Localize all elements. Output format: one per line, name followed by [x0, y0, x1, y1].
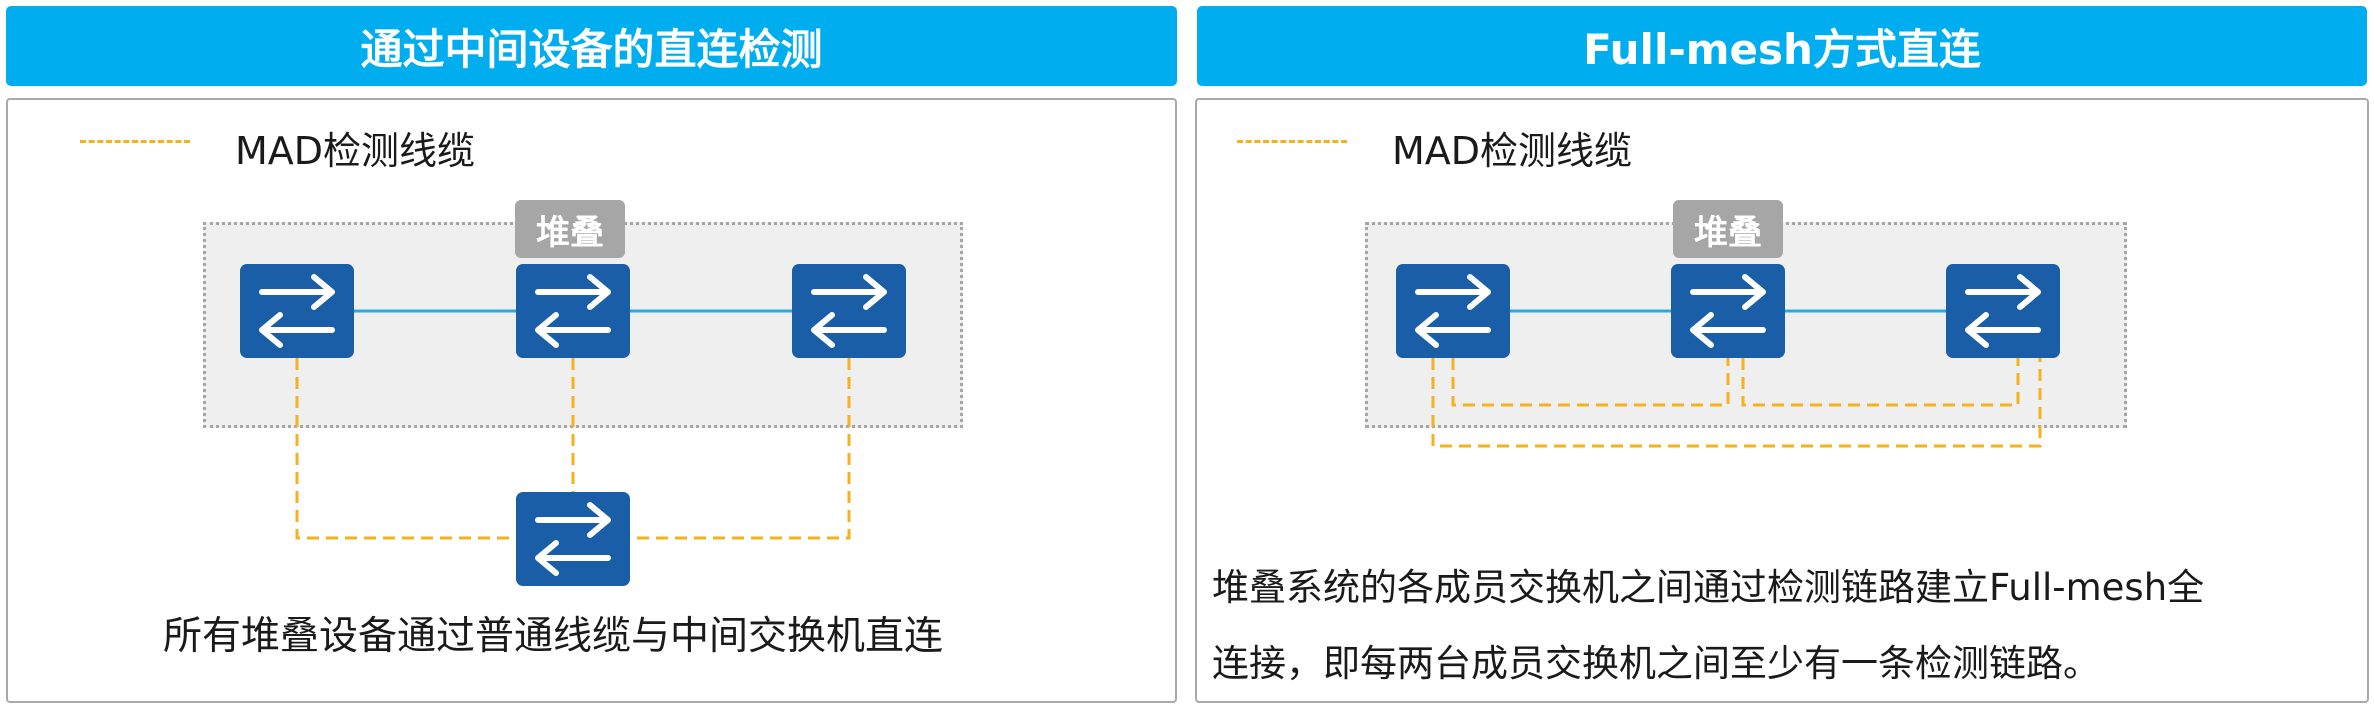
left-caption: 所有堆叠设备通过普通线缆与中间交换机直连 — [163, 614, 944, 659]
right-title-text: Full-mesh方式直连 — [1583, 24, 1981, 74]
switch-icon — [1396, 264, 1510, 358]
switch-icon — [792, 264, 906, 358]
right-description: 堆叠系统的各成员交换机之间通过检测链路建立Full-mesh全 连接，即每两台成… — [1212, 550, 2362, 702]
right-stack-label: 堆叠 — [1673, 200, 1783, 258]
left-mad-link-1 — [295, 358, 516, 540]
switch-icon — [516, 492, 630, 586]
right-mad-link-1-3 — [1431, 358, 2042, 448]
right-legend-line — [1237, 140, 1347, 143]
switch-icon — [240, 264, 354, 358]
left-legend-label: MAD检测线缆 — [235, 129, 476, 173]
right-panel-title: Full-mesh方式直连 — [1197, 6, 2367, 86]
left-panel-title: 通过中间设备的直连检测 — [6, 6, 1177, 86]
left-mad-link-3 — [630, 358, 851, 540]
right-description-line-2: 连接，即每两台成员交换机之间至少有一条检测链路。 — [1212, 642, 2100, 685]
switch-icon — [1671, 264, 1785, 358]
right-description-line-1: 堆叠系统的各成员交换机之间通过检测链路建立Full-mesh全 — [1212, 566, 2205, 609]
right-legend-label: MAD检测线缆 — [1392, 129, 1633, 173]
switch-icon — [1946, 264, 2060, 358]
right-mad-link-2-3 — [1741, 358, 2020, 407]
left-stack-label: 堆叠 — [515, 200, 625, 258]
left-title-text: 通过中间设备的直连检测 — [360, 24, 823, 74]
switch-icon — [516, 264, 630, 358]
right-mad-link-1-2 — [1451, 358, 1730, 407]
left-legend-line — [80, 140, 190, 143]
